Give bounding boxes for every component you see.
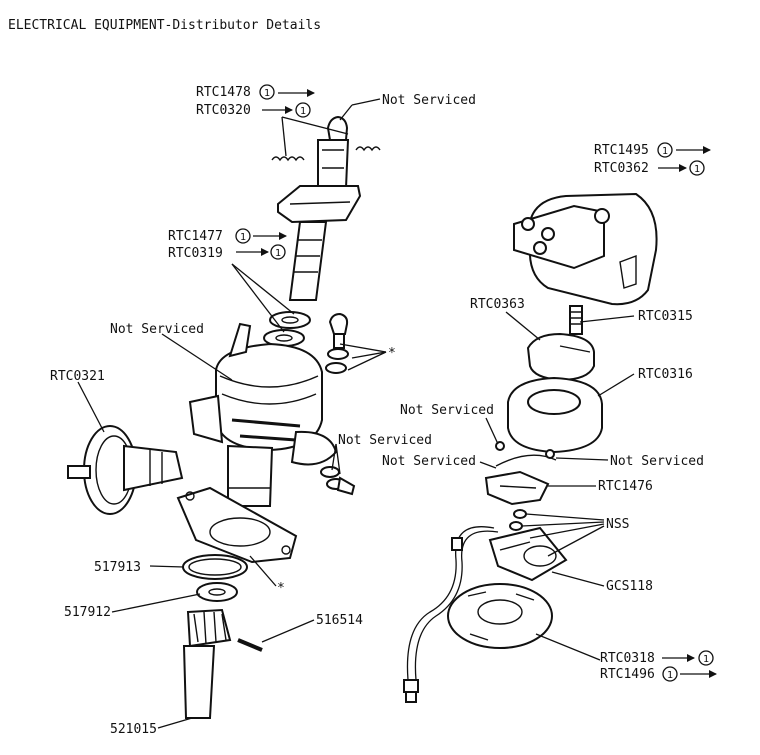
- callout-circle: 1: [662, 666, 678, 682]
- callout-circle: 1: [235, 228, 251, 244]
- label-not-serviced-r1: Not Serviced: [400, 403, 494, 418]
- cam-plate-part: [271, 115, 381, 301]
- label-not-serviced-top: Not Serviced: [382, 93, 476, 108]
- stator-base-plate-part: [447, 583, 553, 649]
- svg-text:1: 1: [667, 670, 673, 681]
- label-rtc0320: RTC0320: [196, 103, 251, 118]
- svg-text:1: 1: [300, 106, 306, 117]
- pickup-cable-part: [403, 526, 499, 703]
- callout-markers: 1 1 1 1 1 1 1 1: [235, 84, 714, 682]
- svg-text:1: 1: [264, 88, 270, 99]
- asterisk-upper: *: [388, 346, 396, 361]
- screw-and-washers-upper: [325, 312, 349, 374]
- drive-pin-part: [237, 638, 263, 652]
- label-rtc0362: RTC0362: [594, 161, 649, 176]
- svg-text:1: 1: [240, 232, 246, 243]
- asterisk-lower: *: [277, 581, 285, 596]
- label-rtc1476: RTC1476: [598, 479, 653, 494]
- distributor-body-part: [188, 322, 338, 507]
- label-516514: 516514: [316, 613, 363, 628]
- callout-circle: 1: [689, 160, 705, 176]
- callout-circle: 1: [270, 244, 286, 260]
- label-not-serviced-r2: Not Serviced: [382, 454, 476, 469]
- drive-gear-part: [182, 608, 232, 719]
- vacuum-unit-part: [67, 425, 184, 515]
- label-517912: 517912: [64, 605, 111, 620]
- callout-circle: 1: [259, 84, 275, 100]
- amplifier-module-part: [488, 526, 568, 582]
- label-rtc1478: RTC1478: [196, 85, 251, 100]
- flash-shield-part: [507, 376, 603, 454]
- svg-text:1: 1: [694, 164, 700, 175]
- label-rtc1495: RTC1495: [594, 143, 649, 158]
- carbon-brush-part: [569, 305, 583, 335]
- label-not-serviced-screw: Not Serviced: [338, 433, 432, 448]
- label-rtc0318: RTC0318: [600, 651, 655, 666]
- label-rtc0321: RTC0321: [50, 369, 105, 384]
- svg-text:1: 1: [703, 654, 709, 665]
- callout-circle: 1: [698, 650, 714, 666]
- callout-circle: 1: [657, 142, 673, 158]
- label-517913: 517913: [94, 560, 141, 575]
- callout-circle: 1: [295, 102, 311, 118]
- pickup-clip-part: [484, 441, 557, 506]
- label-rtc0316: RTC0316: [638, 367, 693, 382]
- label-not-serviced-r3: Not Serviced: [610, 454, 704, 469]
- distributor-cap-part: [513, 192, 658, 306]
- svg-text:1: 1: [662, 146, 668, 157]
- base-plate-gasket: [176, 486, 298, 564]
- screw-and-washers-lower: [320, 466, 356, 496]
- label-rtc0363: RTC0363: [470, 297, 525, 312]
- label-521015: 521015: [110, 722, 157, 737]
- label-not-serviced-body: Not Serviced: [110, 322, 204, 337]
- label-rtc0319: RTC0319: [168, 246, 223, 261]
- thrust-washer-part: [196, 582, 238, 602]
- label-rtc1496: RTC1496: [600, 667, 655, 682]
- svg-text:1: 1: [275, 248, 281, 259]
- label-nss: NSS: [606, 517, 629, 532]
- label-gcs118: GCS118: [606, 579, 653, 594]
- label-rtc1477: RTC1477: [168, 229, 223, 244]
- diagram-title: ELECTRICAL EQUIPMENT-Distributor Details: [8, 18, 321, 33]
- rotor-arm-part: [526, 332, 595, 382]
- label-rtc0315: RTC0315: [638, 309, 693, 324]
- shaft-washers: [263, 311, 311, 347]
- part-labels: RTC1478 RTC0320 Not Serviced RTC1477 RTC…: [50, 85, 704, 737]
- leader-lines: [77, 89, 717, 729]
